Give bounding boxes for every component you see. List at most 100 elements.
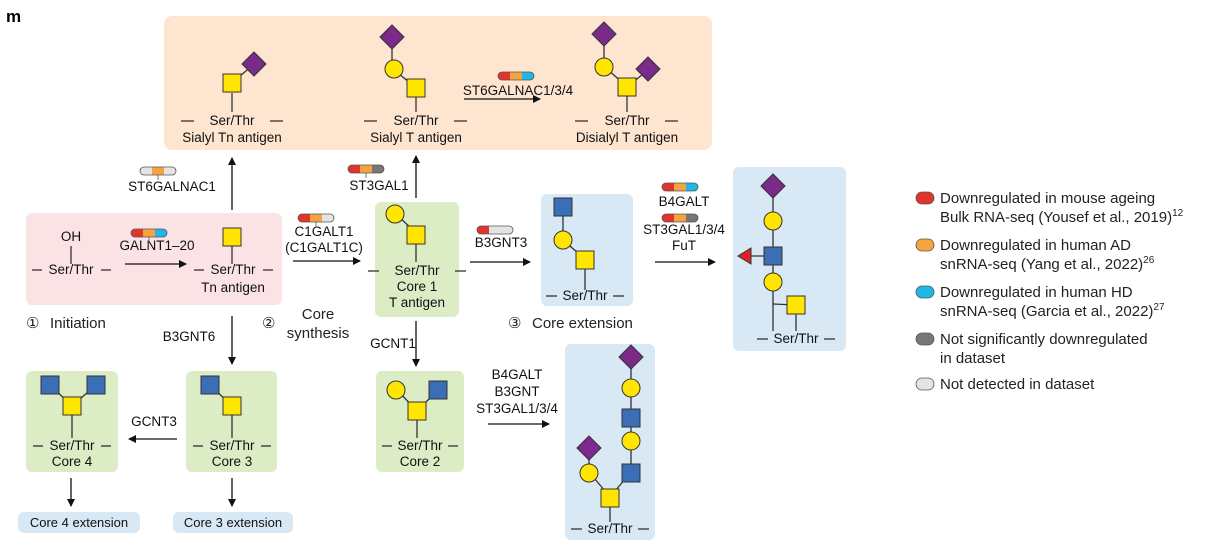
legend-text: Downregulated in mouse ageing — [940, 190, 1155, 207]
step-2-number: ② — [262, 315, 275, 332]
gene-bar-segment — [501, 226, 513, 234]
legend-citation: 27 — [1153, 302, 1165, 313]
gene-bar-segment — [164, 167, 176, 175]
gene-bar-segment — [674, 214, 686, 222]
legend-citation: 12 — [1172, 208, 1184, 219]
core4-extension-label: Core 4 extension — [30, 515, 128, 530]
enzyme-b3gnt3: B3GNT3 — [475, 235, 528, 250]
enzyme-st6galnac1: ST6GALNAC1 — [128, 179, 216, 194]
fut-extension-box — [733, 167, 846, 351]
gene-bar-st3gal1 — [347, 164, 385, 178]
ser-thr-fut: Ser/Thr — [773, 331, 819, 346]
pathway-arrows — [67, 95, 716, 507]
legend-text: Downregulated in human AD — [940, 237, 1131, 254]
sialylated-antigens-box — [164, 16, 712, 150]
enzyme-c1galt1c: (C1GALT1C) — [285, 240, 363, 255]
core1-structure — [385, 204, 426, 262]
gene-bar-st6galnac1 — [139, 166, 177, 180]
step-1-number: ① — [26, 315, 39, 332]
gene-bar-b4galt — [661, 182, 699, 192]
sialyl-t-label: Sialyl T antigen — [370, 130, 462, 145]
core1-line1: Core 1 — [397, 279, 438, 294]
legend-swatch — [915, 377, 935, 391]
enzyme-gcnt1: GCNT1 — [370, 336, 416, 351]
core1-box — [375, 202, 459, 317]
legend-swatch — [915, 238, 935, 252]
enzyme-b4galt-fut: B4GALT — [659, 194, 710, 209]
enzyme-gcnt3: GCNT3 — [131, 414, 177, 429]
enzyme-galnt1-20: GALNT1–20 — [119, 238, 194, 253]
enzyme-fut: FuT — [672, 238, 696, 253]
enzyme-st3gal1: ST3GAL1 — [349, 178, 408, 193]
gene-bar-segment — [662, 214, 674, 222]
legend-swatch — [915, 285, 935, 299]
enzyme-b3gnt6: B3GNT6 — [163, 329, 216, 344]
fut-extension-structure — [737, 173, 806, 331]
gene-bar-segment — [662, 183, 674, 191]
panel-label: m — [6, 7, 21, 26]
gene-bar-segment — [310, 214, 322, 222]
legend-text: in dataset — [940, 350, 1006, 367]
gene-bar-segment — [477, 226, 489, 234]
core2-extension-structure — [576, 344, 644, 522]
gene-bar-segment — [152, 167, 164, 175]
gene-bar-segment — [360, 165, 372, 173]
enzyme-st6galnac1-3-4: ST6GALNAC1/3/4 — [463, 83, 574, 98]
core2-label: Core 2 — [400, 454, 441, 469]
gene-bar-st3gal1-3-4 — [661, 213, 699, 223]
legend-text: snRNA-seq (Garcia et al., 2022)27 — [940, 302, 1165, 320]
legend-citation: 26 — [1143, 255, 1155, 266]
enzyme-b3gnt-core2: B3GNT — [494, 384, 539, 399]
gene-bar-segment — [489, 226, 501, 234]
enzyme-b4galt-core2: B4GALT — [492, 367, 543, 382]
enzyme-st3gal1-3-4-core2: ST3GAL1/3/4 — [476, 401, 558, 416]
ser-thr-core4: Ser/Thr — [49, 438, 95, 453]
step-3-number: ③ — [508, 315, 521, 332]
ser-thr-disialyl-t: Ser/Thr — [604, 113, 650, 128]
disialyl-t-structure — [591, 21, 661, 112]
enzyme-st3gal1-3-4-fut: ST3GAL1/3/4 — [643, 222, 725, 237]
tn-antigen-label: Tn antigen — [201, 280, 265, 295]
step-3-label: Core extension — [532, 315, 633, 332]
gene-bar-c1galt1 — [297, 213, 335, 227]
legend-text: Not detected in dataset — [940, 376, 1095, 393]
ser-thr-sialyl-t: Ser/Thr — [393, 113, 439, 128]
gene-bar-segment — [498, 72, 510, 80]
core4-structure — [40, 375, 106, 438]
gene-bar-galnt1-20 — [130, 228, 168, 242]
core4-extension-box — [18, 512, 140, 533]
core3-structure — [200, 375, 242, 438]
gene-bar-segment — [140, 167, 152, 175]
ser-thr-core2-ext: Ser/Thr — [587, 521, 633, 536]
initiation-box — [26, 213, 282, 305]
gene-bar-segment — [155, 229, 167, 237]
gene-bar-segment — [686, 214, 698, 222]
oh-label: OH — [61, 229, 81, 244]
ser-thr-sialyl-tn: Ser/Thr — [209, 113, 255, 128]
step-1-label: Initiation — [50, 315, 106, 332]
gene-bar-b3gnt3 — [476, 225, 514, 235]
gene-bar-segment — [674, 183, 686, 191]
gene-bar-segment — [686, 183, 698, 191]
gene-bar-segment — [131, 229, 143, 237]
core3-extension-box — [173, 512, 293, 533]
sialyl-t-structure — [379, 24, 426, 112]
enzyme-c1galt1: C1GALT1 — [294, 224, 353, 239]
gene-bar-segment — [322, 214, 334, 222]
gene-bar-st6galnac1-3-4 — [497, 71, 535, 81]
gene-bar-segment — [143, 229, 155, 237]
sialyl-tn-label: Sialyl Tn antigen — [182, 130, 282, 145]
core-extension-box — [541, 194, 633, 306]
legend-swatch — [915, 332, 935, 346]
step-2-line1: Core — [302, 306, 335, 323]
ser-thr-initiation: Ser/Thr — [48, 262, 94, 277]
core1-line2: T antigen — [389, 295, 445, 310]
core4-label: Core 4 — [52, 454, 93, 469]
ser-thr-core2: Ser/Thr — [397, 438, 443, 453]
gene-bar-segment — [510, 72, 522, 80]
gene-bar-segment — [372, 165, 384, 173]
legend-text: Not significantly downregulated — [940, 331, 1148, 348]
ser-thr-tn: Ser/Thr — [210, 262, 256, 277]
legend-swatch — [915, 191, 935, 205]
